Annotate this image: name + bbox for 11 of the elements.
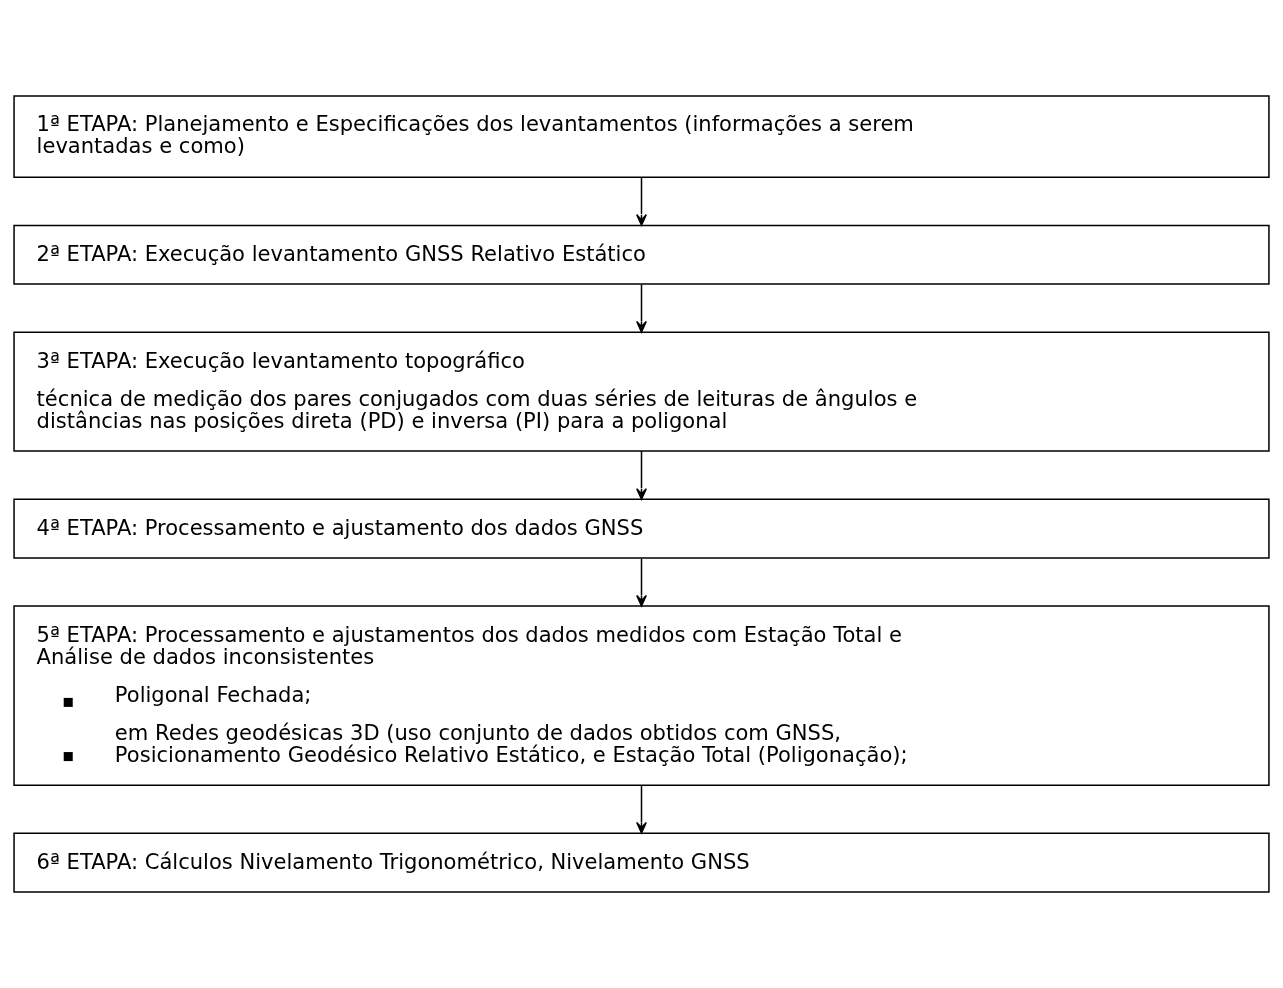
node-box: 6ª ETAPA: Cálculos Nivelamento Trigonométrico, Nivelamento GNSS (13, 832, 1270, 893)
node-box: 4ª ETAPA: Processamento e ajustamento dos dados GNSS (13, 498, 1270, 559)
arrow (636, 557, 647, 607)
node-box: 2ª ETAPA: Execução levantamento GNSS Relativo Estático (13, 224, 1270, 285)
arrow (636, 177, 647, 226)
arrow (636, 784, 647, 834)
node-box: 5ª ETAPA: Processamento e ajustamentos dos dados medidos com Estação Total e Análise de dados inconsistentes Poligonal Fechada; em Redes geodésicas 3D (uso conjunto de dados obtidos com GNSS, Posicionamento Geodésico Relativo Estático, e Estação Total (Poligonação); (13, 605, 1270, 786)
arrow (636, 450, 647, 500)
arrow (636, 283, 647, 333)
node-box: 1ª ETAPA: Planejamento e Especificações dos levantamentos (informações a serem levantadas e como) (13, 95, 1270, 178)
node-box: 3ª ETAPA: Execução levantamento topográfico técnica de medição dos pares conjugados com duas séries de leituras de ângulos e distâncias nas posições direta (PD) e inversa (PI) para a poligonal (13, 331, 1270, 452)
